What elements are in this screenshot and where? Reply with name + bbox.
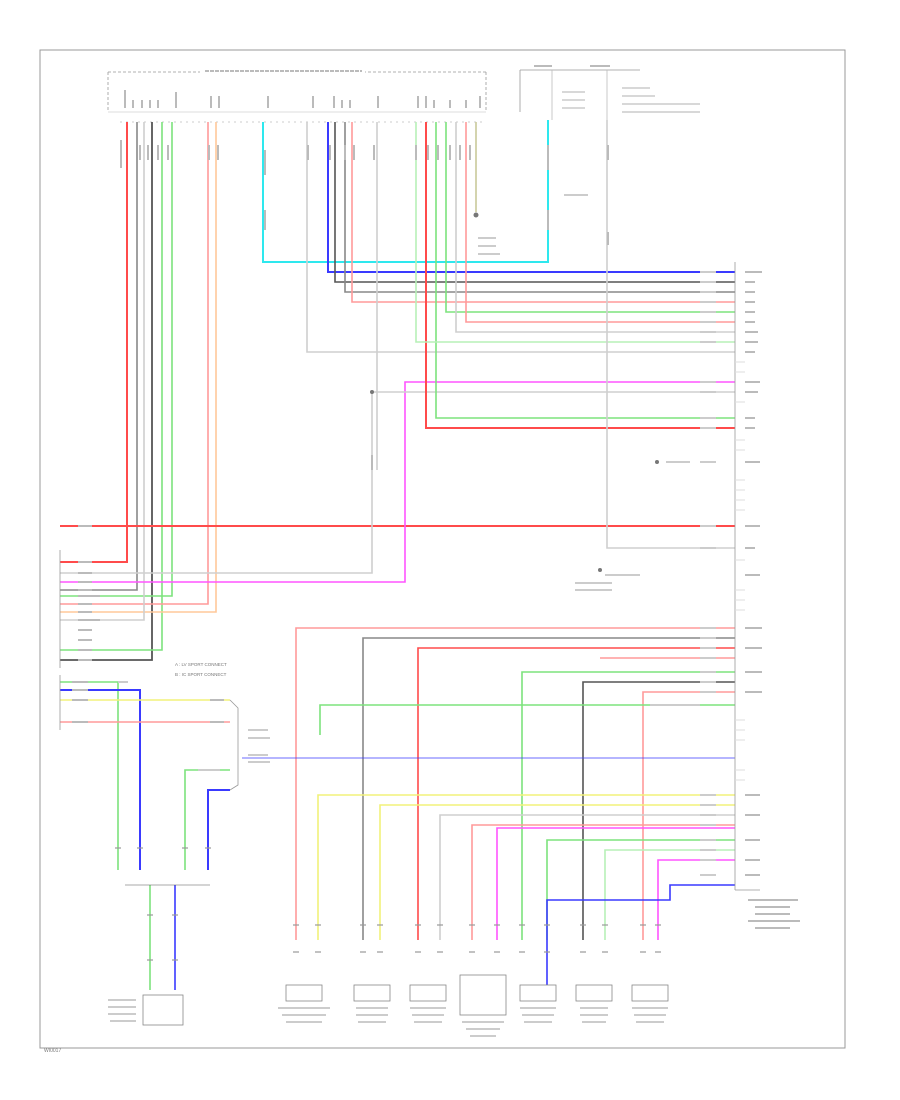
wire-green-left-2 xyxy=(60,122,173,597)
wire-gray-left-3 xyxy=(60,122,145,621)
right-pin-labels xyxy=(700,271,716,876)
wire-yellow-2 xyxy=(379,804,735,940)
component-1-box xyxy=(285,984,323,1002)
top-connector-pin-labels xyxy=(124,90,481,108)
wire-red-low xyxy=(417,647,735,940)
wire-labels xyxy=(118,194,700,771)
wire-pink-low-4 xyxy=(471,824,735,940)
component-4-box xyxy=(519,984,557,1002)
wire-orange-left xyxy=(60,122,217,613)
component-2-box xyxy=(353,984,391,1002)
wire-green-top-right-1 xyxy=(435,122,735,419)
wire-magenta-top xyxy=(60,381,735,583)
legend-item-2: B : IC SPORT CONNECT xyxy=(175,672,227,677)
subwoofer-box xyxy=(459,974,507,1016)
wire-dark-left-2 xyxy=(60,122,153,661)
wire-dark-low xyxy=(582,681,735,940)
fuse-box-top-right xyxy=(519,65,700,120)
wire-dark-top xyxy=(334,122,735,283)
wire-blue-low xyxy=(546,884,735,985)
speaker-components xyxy=(142,974,669,1026)
wire-blue-lower-left-2 xyxy=(207,789,230,870)
connector-legend: A : LV SPORT CONNECT B : IC SPORT CONNEC… xyxy=(175,662,227,677)
wire-gray-low-2 xyxy=(439,814,735,940)
wire-green-top-right-3 xyxy=(415,122,735,343)
wires xyxy=(60,120,735,990)
wire-gray-top-2 xyxy=(306,122,735,353)
legend-item-1: A : LV SPORT CONNECT xyxy=(175,662,227,667)
wire-gray-left-1 xyxy=(60,122,138,591)
wire-green-low-1 xyxy=(521,671,735,940)
component-3-box xyxy=(409,984,447,1002)
front-speaker-left-box xyxy=(142,994,184,1026)
wire-pink-top-right xyxy=(465,122,735,323)
wire-gray-low xyxy=(362,637,735,940)
wire-gray-top-right xyxy=(455,122,735,333)
wire-yellow-1 xyxy=(317,794,735,940)
wire-pink-top xyxy=(351,122,735,303)
wire-pink-low-3 xyxy=(642,691,735,940)
wire-blue-top xyxy=(327,122,735,273)
wire-gray-top-mid xyxy=(60,391,735,574)
wire-gray-fuse xyxy=(606,120,735,549)
wire-gray-top xyxy=(344,122,735,293)
wire-green-left-1 xyxy=(60,122,163,651)
left-connector-labels xyxy=(72,525,224,723)
wire-pink-low-1 xyxy=(295,627,735,940)
splice-points xyxy=(370,212,659,572)
wire-pink-left xyxy=(60,122,209,605)
audio-amplifier-connector xyxy=(734,262,800,929)
wire-green-lower-left xyxy=(60,681,119,870)
top-harness-connector xyxy=(107,68,487,113)
wire-red-left xyxy=(60,122,128,563)
figure-code: WI0017 xyxy=(44,1048,61,1054)
diagram-frame xyxy=(39,49,846,1049)
junction-connector xyxy=(59,550,239,791)
wire-green-low-2 xyxy=(319,704,735,735)
component-pin-marks xyxy=(115,847,661,961)
wire-red-top-right xyxy=(425,122,735,429)
wire-magenta-low xyxy=(496,827,735,940)
wire-green-top-right-2 xyxy=(445,122,735,313)
wire-blue-lower-left xyxy=(60,689,141,870)
wire-light-green-low xyxy=(604,849,735,940)
wire-cyan xyxy=(262,120,549,263)
component-5-box xyxy=(575,984,613,1002)
vertical-wire-tags xyxy=(120,140,609,470)
component-captions xyxy=(108,999,668,1037)
component-6-box xyxy=(631,984,669,1002)
